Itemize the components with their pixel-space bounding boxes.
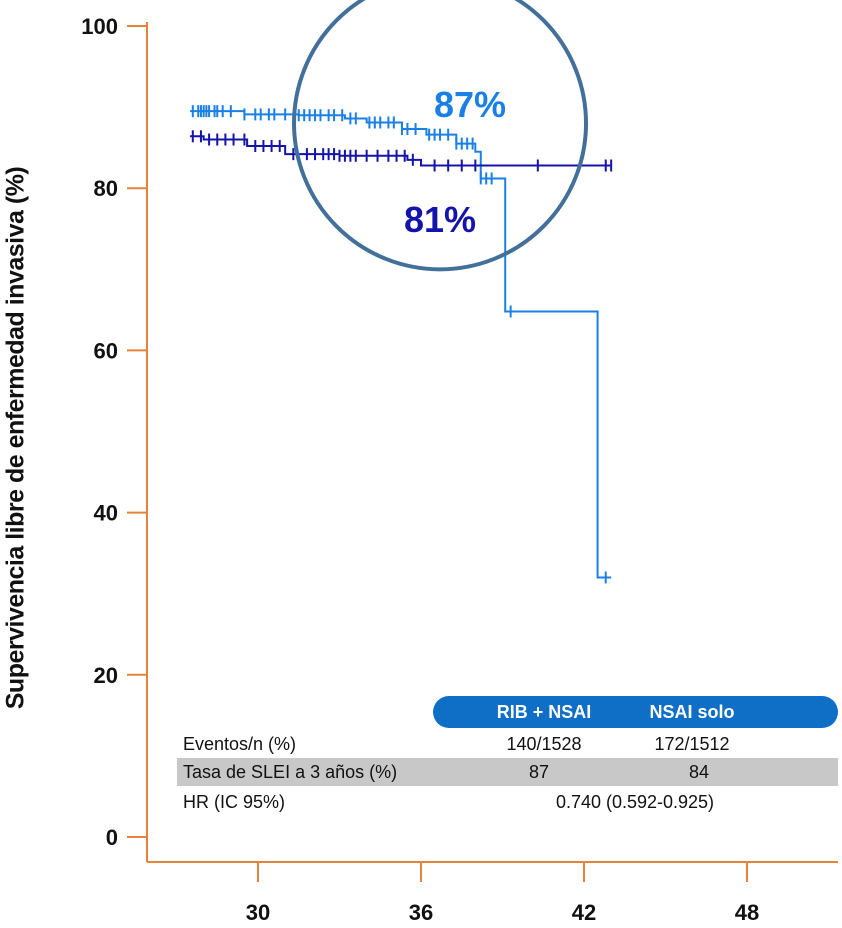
row-value-hr: 0.740 (0.592-0.925) (555, 792, 715, 812)
series-layer (190, 105, 613, 584)
annotation-layer: 87% 81% (292, 0, 588, 272)
table-header: RIB + NSAI NSAI solo (433, 696, 838, 728)
y-tick-label: 0 (106, 825, 118, 850)
annotation-nsai-solo: 81% (404, 199, 476, 240)
x-tick-label: 42 (572, 900, 596, 925)
series-line-rib-nsai (190, 110, 612, 579)
y-tick-label: 40 (94, 501, 118, 526)
row-value-nsai: 172/1512 (654, 734, 730, 754)
row-value-rib: 140/1528 (506, 734, 582, 754)
y-tick-label: 20 (94, 663, 118, 688)
annotation-rib-nsai: 87% (434, 84, 506, 125)
highlight-circle (292, 0, 588, 272)
row-value-rib: 87 (528, 762, 550, 782)
y-axis-title: Supervivencia libre de enfermedad invasi… (1, 166, 30, 710)
row-label: Tasa de SLEI a 3 años (%) (183, 762, 398, 782)
table-row-events: Eventos/n (%) 140/1528 172/1512 (177, 730, 838, 758)
y-tick-label: 100 (81, 14, 118, 39)
row-value-nsai: 84 (688, 762, 710, 782)
table-row-rate: Tasa de SLEI a 3 años (%) 87 84 (177, 758, 838, 786)
x-tick-label: 48 (735, 900, 759, 925)
x-tick-label: 36 (409, 900, 433, 925)
row-label: Eventos/n (%) (183, 734, 297, 754)
row-label: HR (IC 95%) (183, 792, 286, 812)
header-rib-nsai: RIB + NSAI (496, 702, 592, 722)
x-tick-label: 30 (246, 900, 270, 925)
axes: 0 20 40 60 80 100 30 36 42 48 (81, 14, 838, 925)
y-tick-label: 80 (94, 176, 118, 201)
header-nsai-solo: NSAI solo (649, 702, 735, 722)
y-tick-label: 60 (94, 338, 118, 363)
series-line-nsai-solo (190, 135, 612, 167)
table-row-hr: HR (IC 95%) 0.740 (0.592-0.925) (177, 788, 838, 816)
